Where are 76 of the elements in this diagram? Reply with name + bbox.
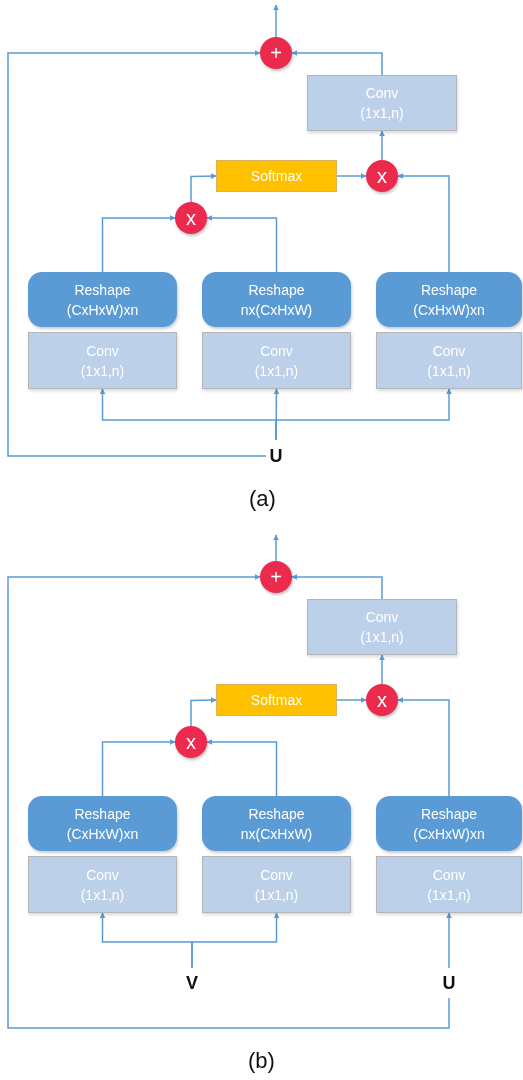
panel-label: (b) <box>248 1048 275 1074</box>
add-operator: + <box>260 561 292 593</box>
softmax-block: Softmax <box>216 684 337 716</box>
add-operator: + <box>260 37 292 69</box>
block-text: Conv <box>86 865 119 885</box>
conv-block <box>376 332 522 389</box>
conv-block <box>307 599 457 655</box>
reshape-block <box>28 272 177 327</box>
block-text: (CxHxW)xn <box>413 300 485 320</box>
block-text: Conv <box>432 865 466 885</box>
block-text: (CxHxW)xn <box>66 824 139 844</box>
block-text: (CxHxW)xn <box>413 824 485 844</box>
block-text: Conv <box>432 341 466 361</box>
block-text: nx(CxHxW) <box>240 824 313 844</box>
block-text: Conv <box>365 84 399 103</box>
block-text: nx(CxHxW) <box>240 300 313 320</box>
block-text: Conv <box>86 341 119 361</box>
block-text: (1x1,n) <box>80 361 125 381</box>
block-text: Conv <box>260 865 293 885</box>
reshape-block <box>28 796 177 851</box>
arrow <box>446 912 452 969</box>
block-text: (1x1,n) <box>427 885 471 905</box>
arrow <box>190 697 217 727</box>
reshape-block <box>202 796 351 851</box>
arrow <box>7 574 450 1029</box>
block-text: (1x1,n) <box>254 361 299 381</box>
reshape-block <box>376 272 522 327</box>
arrow <box>397 173 450 273</box>
multiply-operator: x <box>366 160 398 192</box>
block-text: (1x1,n) <box>427 361 471 381</box>
input-label: U <box>266 440 286 472</box>
arrow <box>379 130 385 161</box>
arrow <box>291 574 383 600</box>
block-text: Reshape <box>248 804 305 824</box>
arrow <box>336 173 367 179</box>
panel-label: (a) <box>249 486 276 512</box>
multiply-operator: x <box>175 726 207 758</box>
block-text: Reshape <box>74 280 131 300</box>
arrow <box>101 739 176 797</box>
arrow <box>7 50 267 457</box>
conv-block <box>28 856 177 913</box>
conv-block <box>202 856 351 913</box>
arrow <box>190 173 217 203</box>
block-text: Reshape <box>248 280 305 300</box>
block-text: Conv <box>365 608 399 627</box>
arrow <box>379 654 385 685</box>
block-text: Reshape <box>420 280 477 300</box>
arrow <box>275 388 452 441</box>
arrow <box>206 739 278 797</box>
block-text: Conv <box>260 341 293 361</box>
block-text: (1x1,n) <box>254 885 299 905</box>
input-label: V <box>182 968 202 998</box>
arrow <box>191 912 280 969</box>
block-text: (CxHxW)xn <box>66 300 139 320</box>
arrow <box>397 697 450 797</box>
softmax-block: Softmax <box>216 160 337 192</box>
conv-block <box>202 332 351 389</box>
block-text: (1x1,n) <box>80 885 125 905</box>
block-text: Reshape <box>74 804 131 824</box>
block-text: Reshape <box>420 804 477 824</box>
input-label: U <box>439 968 459 998</box>
conv-block <box>307 75 457 131</box>
arrow <box>291 50 383 76</box>
reshape-block <box>202 272 351 327</box>
arrow <box>206 215 278 273</box>
multiply-operator: x <box>366 684 398 716</box>
arrow <box>336 697 367 703</box>
arrow <box>273 534 279 562</box>
block-text: (1x1,n) <box>360 628 404 647</box>
conv-block <box>28 332 177 389</box>
conv-block <box>376 856 522 913</box>
reshape-block <box>376 796 522 851</box>
arrow <box>101 215 176 273</box>
multiply-operator: x <box>175 202 207 234</box>
arrow <box>273 4 279 38</box>
block-text: (1x1,n) <box>360 104 404 123</box>
